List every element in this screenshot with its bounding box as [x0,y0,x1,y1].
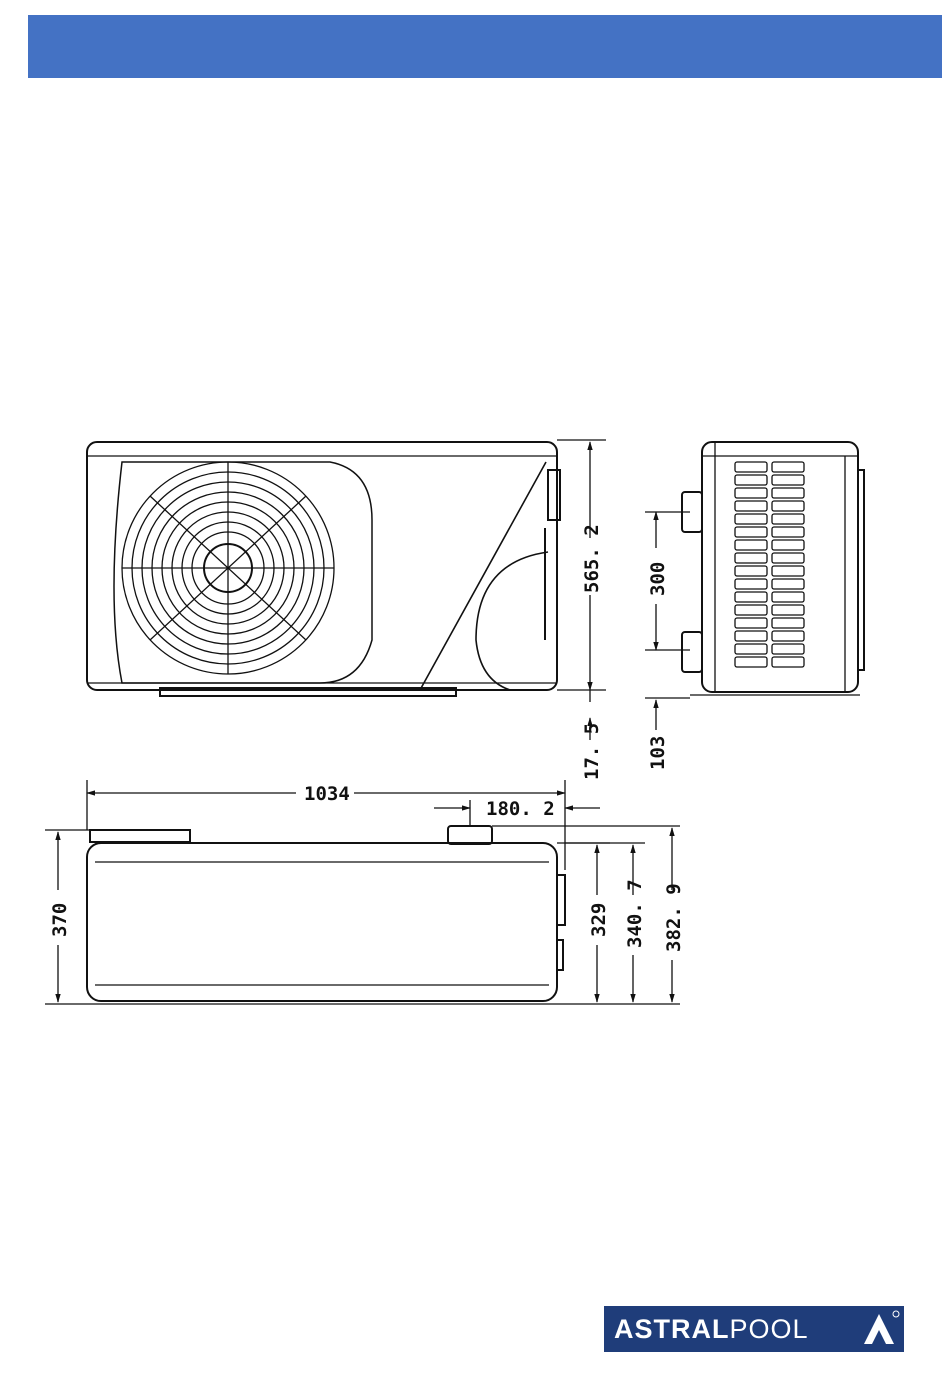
dim-depth-fitting: 340. 7 [624,879,646,948]
front-view [87,442,560,696]
dim-base-offset-front: 17. 5 [581,723,603,780]
logo-name-light: POOL [730,1314,809,1344]
logo-wordmark: ASTRALPOOL [614,1314,809,1345]
dim-base-offset-side: 103 [647,736,669,770]
dim-front-height: 565. 2 [581,524,603,593]
dim-overall-length: 1034 [304,783,350,805]
side-vents [735,462,804,667]
astralpool-logo: ASTRALPOOL [604,1306,904,1352]
dim-connection-spacing: 300 [647,562,669,596]
side-dimensions [645,512,690,730]
logo-name-bold: ASTRAL [614,1314,730,1344]
dim-depth-left: 370 [49,903,71,937]
fan-grill [122,462,334,674]
top-dimensions [45,780,680,1004]
dim-depth-body: 329 [588,903,610,937]
astralpool-mark-icon [858,1308,900,1350]
dim-depth-overall: 382. 9 [663,883,685,952]
top-view [87,826,565,1001]
dim-connection-offset: 180. 2 [486,798,555,820]
